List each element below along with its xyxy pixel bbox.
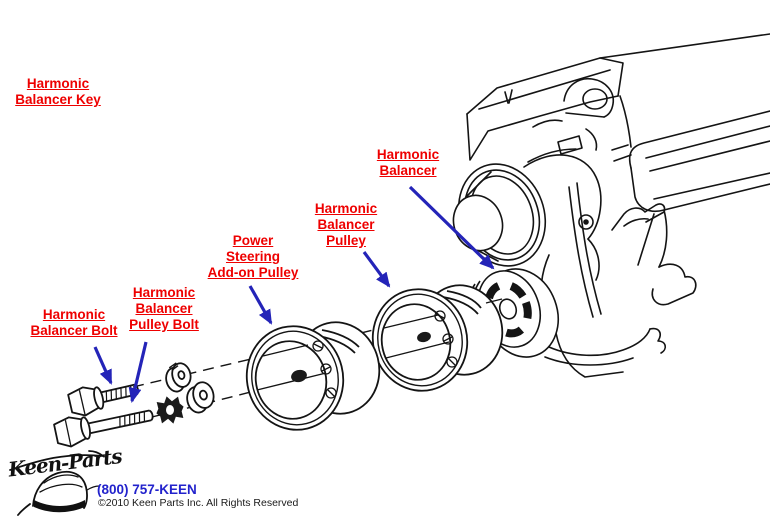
water-pump-housing bbox=[523, 154, 602, 240]
label-line[interactable]: Harmonic bbox=[132, 285, 196, 300]
left-valve-cover bbox=[466, 95, 619, 161]
label-line[interactable]: Balancer bbox=[135, 301, 193, 316]
label-line[interactable]: Steering bbox=[225, 249, 280, 264]
label-line[interactable]: Harmonic bbox=[42, 307, 106, 322]
harmonic-balancer-bolt-part bbox=[67, 383, 139, 417]
lower-bracket bbox=[548, 328, 651, 357]
label-line[interactable]: Harmonic bbox=[376, 147, 440, 162]
label-harmonic-balancer-pulley-bolt[interactable]: Harmonic Balancer Pulley Bolt bbox=[112, 285, 216, 333]
corvette-sketch bbox=[17, 470, 100, 516]
label-power-steering-add-on-pulley[interactable]: Power Steering Add-on Pulley bbox=[196, 233, 310, 281]
arrow-harmonic-balancer-pulley-bolt bbox=[128, 341, 148, 403]
phone-number: (800) 757-KEEN bbox=[97, 482, 197, 497]
pulley-screws bbox=[434, 310, 458, 368]
label-line[interactable]: Balancer Bolt bbox=[30, 323, 118, 338]
label-harmonic-balancer-bolt[interactable]: Harmonic Balancer Bolt bbox=[22, 307, 126, 339]
label-line[interactable]: Pulley bbox=[326, 233, 366, 248]
label-line[interactable]: Balancer bbox=[317, 217, 375, 232]
engine-block-drawing bbox=[452, 33, 770, 378]
label-harmonic-balancer[interactable]: Harmonic Balancer bbox=[356, 147, 460, 179]
label-harmonic-balancer-key[interactable]: Harmonic Balancer Key bbox=[6, 76, 110, 108]
label-harmonic-balancer-pulley[interactable]: Harmonic Balancer Pulley bbox=[294, 201, 398, 249]
keyed-washer bbox=[165, 362, 192, 393]
label-line[interactable]: Balancer Key bbox=[15, 92, 101, 107]
pulley-hub-marks bbox=[291, 331, 431, 383]
label-line[interactable]: Harmonic bbox=[26, 76, 90, 91]
star-lock-washer bbox=[156, 396, 184, 424]
arrow-harmonic-balancer-bolt bbox=[93, 346, 113, 385]
arrow-harmonic-balancer-pulley bbox=[362, 251, 391, 288]
logo-swash bbox=[9, 450, 106, 471]
label-line[interactable]: Balancer bbox=[379, 163, 437, 178]
pulley-screws bbox=[312, 340, 337, 399]
centerline-through-openings bbox=[256, 298, 503, 391]
washers-group bbox=[156, 362, 215, 424]
copyright-text: ©2010 Keen Parts Inc. All Rights Reserve… bbox=[98, 497, 299, 509]
flat-washer bbox=[186, 381, 215, 414]
bolts-group bbox=[53, 383, 154, 448]
label-line[interactable]: Pulley Bolt bbox=[129, 317, 199, 332]
arrow-harmonic-balancer bbox=[408, 185, 495, 270]
label-line[interactable]: Add-on Pulley bbox=[207, 265, 299, 280]
engine-top-edge bbox=[466, 33, 770, 115]
right-valve-cover bbox=[628, 110, 770, 169]
harmonic-balancer-pulley-bolt-part bbox=[53, 409, 154, 448]
label-line[interactable]: Harmonic bbox=[314, 201, 378, 216]
keen-parts-logo-art bbox=[9, 450, 106, 516]
oil-cap bbox=[563, 77, 615, 118]
arrow-power-steering-pulley bbox=[248, 285, 273, 325]
pointer-arrows bbox=[93, 185, 495, 403]
label-line[interactable]: Power bbox=[232, 233, 274, 248]
